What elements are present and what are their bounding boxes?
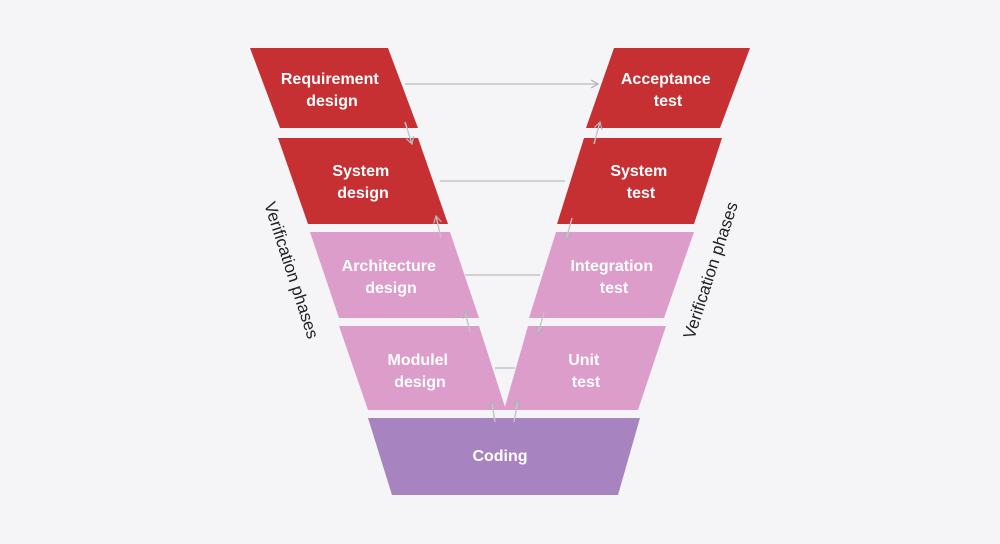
label-unit-test-2: test [572,374,601,391]
label-unit-test-1: Unit [568,352,600,369]
arrow-req-to-system [404,121,415,146]
label-architecture-design-2: design [365,280,417,297]
left-phase-system-design: System design [278,138,448,224]
shape-architecture-design [310,232,479,318]
flow-arrows [404,120,603,423]
svg-text:System test: System test [610,163,671,202]
shape-requirement-design [250,48,418,128]
svg-text:Acceptance test: Acceptance test [621,71,715,110]
right-phase-unit-test: Unit test [504,326,666,410]
right-phase-system-test: System test [557,138,722,224]
label-integration-test-1: Integration [570,258,653,275]
label-requirement-design-2: design [306,93,358,110]
label-system-test-2: test [627,185,656,202]
shape-unit-test [504,326,666,410]
label-acceptance-test-1: Acceptance [621,71,711,88]
arrow-module-to-arch [462,309,471,333]
svg-text:Unit test: Unit test [568,352,604,391]
phase-connectors [405,79,600,369]
arrow-coding-to-module [488,400,498,423]
arrow-system-to-acceptance [593,120,603,145]
shape-system-design [278,138,448,224]
svg-text:Architecture design: Architecture design [342,258,441,297]
left-phase-requirement-design: Requirement design [250,48,418,128]
svg-text:Modulel design: Modulel design [388,352,453,391]
label-modulel-design-1: Modulel [388,352,448,369]
shape-integration-test [529,232,694,318]
label-architecture-design-1: Architecture [342,258,436,275]
label-system-test-1: System [610,163,667,180]
arrow-coding-to-unit [512,398,522,423]
svg-text:Requirement design: Requirement design [281,71,383,110]
shape-coding [368,418,640,495]
left-phase-architecture-design: Architecture design [310,232,479,318]
arrow-arch-to-system [433,214,442,239]
label-requirement-design-1: Requirement [281,71,379,88]
label-system-design-1: System [332,163,389,180]
right-phase-acceptance-test: Acceptance test [586,48,750,128]
label-coding: Coding [472,448,527,465]
shape-system-test [557,138,722,224]
label-modulel-design-2: design [394,374,446,391]
arrow-system-to-integration [563,217,573,242]
base-coding: Coding [368,418,640,495]
shape-acceptance-test [586,48,750,128]
shape-modulel-design [339,326,506,410]
svg-text:System design: System design [332,163,393,202]
left-phase-modulel-design: Modulel design [339,326,506,410]
right-phase-integration-test: Integration test [529,232,694,318]
svg-text:Integration test: Integration test [570,258,657,297]
arrow-integration-to-unit [535,311,545,336]
label-system-design-2: design [337,185,389,202]
label-integration-test-2: test [600,280,629,297]
svg-text:Coding: Coding [472,448,527,465]
label-acceptance-test-2: test [654,93,683,110]
